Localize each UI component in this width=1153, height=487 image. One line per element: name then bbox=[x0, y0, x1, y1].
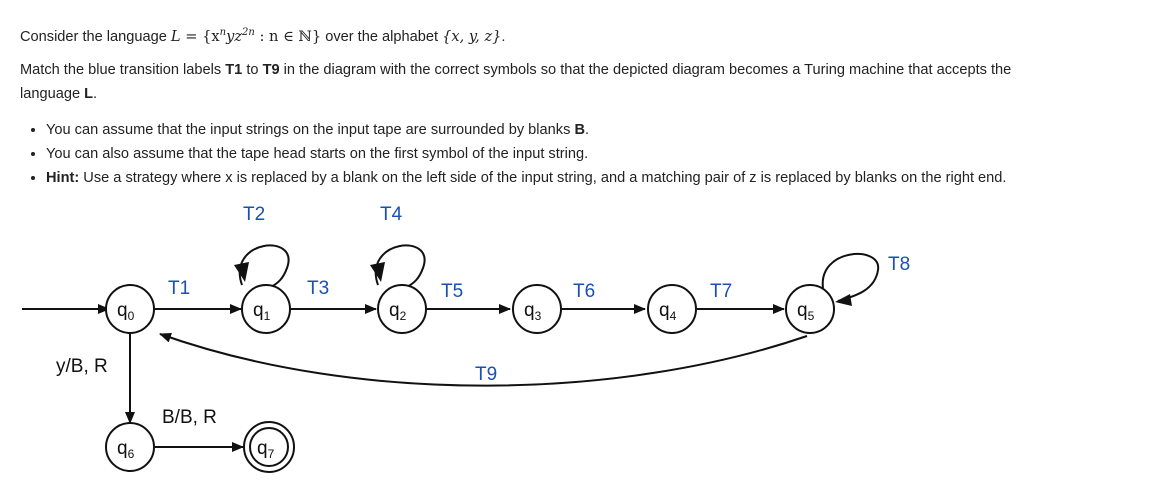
state-q6: q6 bbox=[105, 422, 155, 472]
label-t5: T5 bbox=[441, 281, 463, 302]
bullet-tape-head: You can also assume that the tape head s… bbox=[46, 142, 1006, 166]
state-q0: q0 bbox=[105, 284, 155, 334]
loop-q1 bbox=[238, 244, 290, 288]
label-q6-q7: B/B, R bbox=[162, 407, 217, 428]
loop-q5 bbox=[821, 252, 880, 302]
label-t4: T4 bbox=[380, 204, 403, 225]
svg-text:q0: q0 bbox=[117, 300, 135, 323]
loop-q1-arrowhead bbox=[234, 262, 249, 282]
bullet-blanks: You can assume that the input strings on… bbox=[46, 118, 1006, 142]
state-q4: q4 bbox=[647, 284, 697, 334]
svg-text:q1: q1 bbox=[253, 300, 271, 323]
bullet-list: You can assume that the input strings on… bbox=[26, 118, 1006, 190]
svg-text:q7: q7 bbox=[257, 438, 275, 461]
bullet-hint: Hint: Use a strategy where x is replaced… bbox=[46, 166, 1006, 190]
svg-text:q2: q2 bbox=[389, 300, 407, 323]
label-t8: T8 bbox=[888, 254, 910, 275]
loop-q5-arrowhead bbox=[835, 294, 852, 306]
svg-text:q3: q3 bbox=[524, 300, 542, 323]
state-q5: q5 bbox=[785, 284, 835, 334]
question-line-3: language L. bbox=[20, 86, 98, 102]
state-q7-accepting: q7 bbox=[243, 421, 295, 473]
label-t7: T7 bbox=[710, 281, 732, 302]
state-q3: q3 bbox=[512, 284, 562, 334]
label-t1: T1 bbox=[168, 278, 190, 299]
edge-q5-q0 bbox=[159, 332, 808, 387]
svg-text:q5: q5 bbox=[797, 300, 815, 323]
label-t6: T6 bbox=[573, 281, 595, 302]
label-q0-q6: y/B, R bbox=[56, 356, 108, 377]
label-t3: T3 bbox=[307, 278, 329, 299]
question-line-2: Match the blue transition labels T1 to T… bbox=[20, 62, 1012, 78]
state-q2: q2 bbox=[377, 284, 427, 334]
loop-q2-arrowhead bbox=[370, 262, 385, 282]
state-q1: q1 bbox=[241, 284, 291, 334]
question-line-1: Consider the language L = {xnyz2n : n ∈ … bbox=[20, 27, 506, 45]
svg-text:q6: q6 bbox=[117, 438, 135, 461]
label-t2: T2 bbox=[243, 204, 265, 225]
svg-text:q4: q4 bbox=[659, 300, 677, 323]
label-t9: T9 bbox=[475, 364, 497, 385]
loop-q2 bbox=[374, 244, 426, 288]
